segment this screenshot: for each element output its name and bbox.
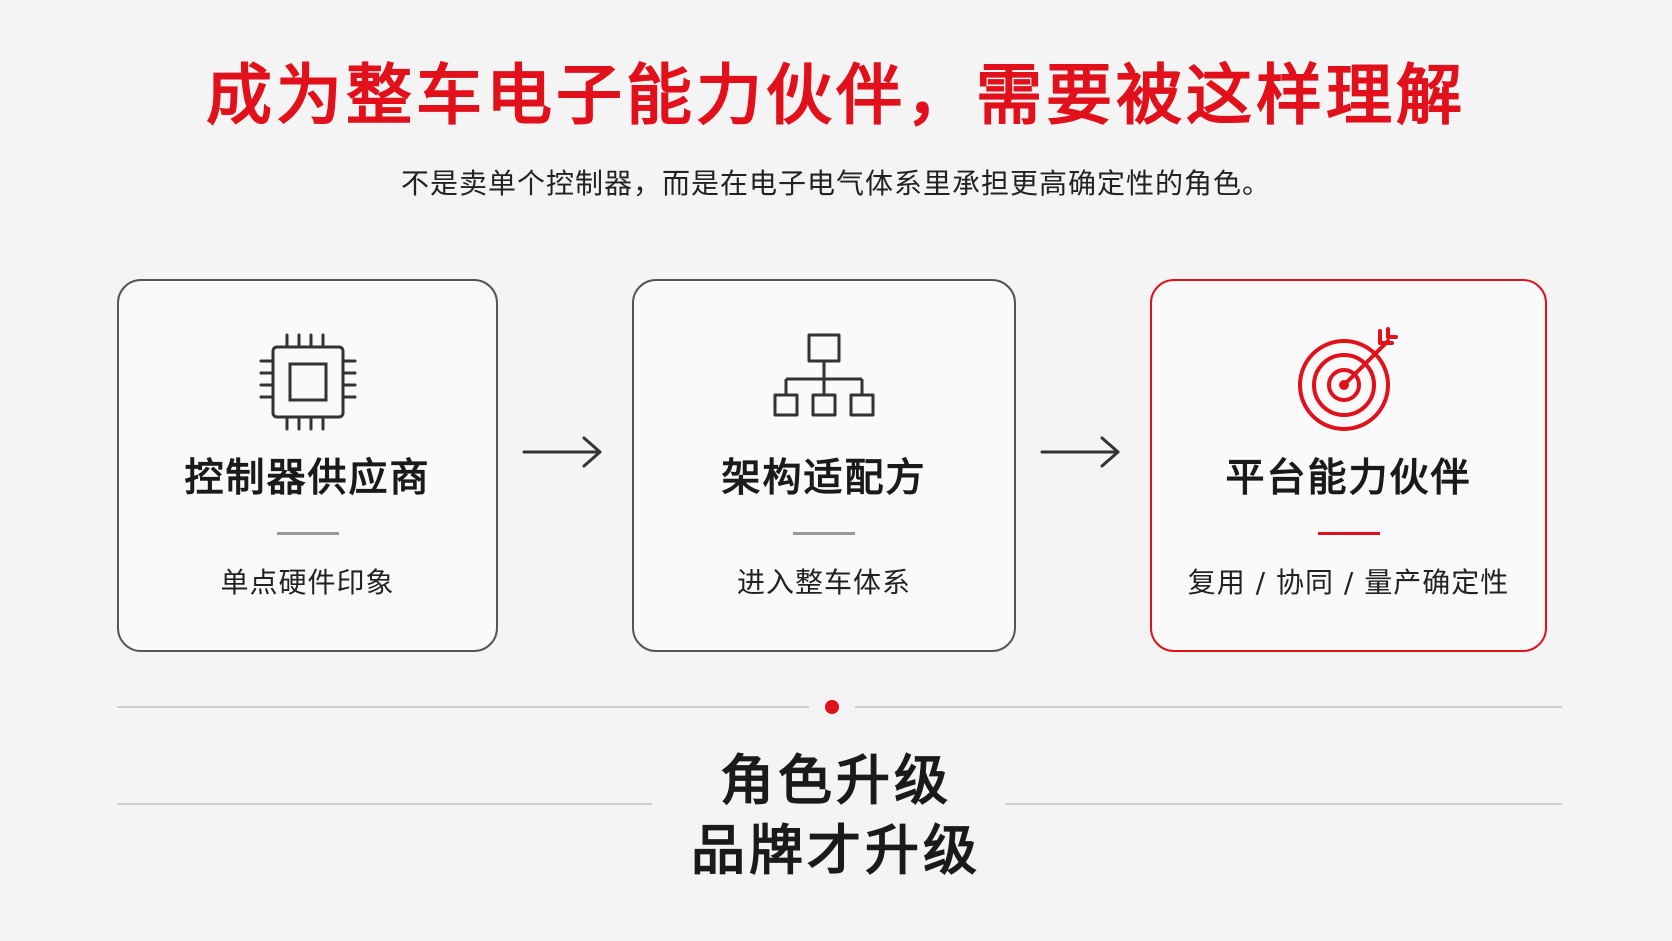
divider-line: [855, 706, 1562, 708]
target-icon: [1297, 327, 1398, 431]
card-divider: [793, 532, 855, 535]
divider-line: [117, 706, 809, 708]
closing-line-1: 角色升级: [720, 749, 952, 812]
card-controller-supplier: 控制器供应商 单点硬件印象: [117, 279, 498, 652]
card-title: 架构适配方: [721, 456, 927, 501]
arrow-right-icon: [522, 436, 602, 468]
card-architecture-adapter: 架构适配方 进入整车体系: [632, 279, 1016, 652]
card-title: 控制器供应商: [184, 456, 431, 501]
closing-line-2: 品牌才升级: [691, 819, 981, 882]
page-title: 成为整车电子能力伙伴，需要被这样理解: [206, 57, 1466, 134]
divider-line: [117, 803, 652, 805]
arrow-right-icon: [1040, 436, 1120, 468]
card-platform-partner: 平台能力伙伴 复用 / 协同 / 量产确定性: [1150, 279, 1547, 652]
card-description: 进入整车体系: [736, 566, 911, 599]
card-description: 复用 / 协同 / 量产确定性: [1187, 566, 1510, 599]
chip-icon: [259, 333, 356, 431]
divider-line: [1005, 803, 1562, 805]
hierarchy-icon: [773, 333, 875, 417]
accent-dot: [825, 700, 839, 714]
page-subtitle: 不是卖单个控制器，而是在电子电气体系里承担更高确定性的角色。: [400, 167, 1271, 200]
card-description: 单点硬件印象: [220, 566, 395, 599]
card-title: 平台能力伙伴: [1225, 456, 1472, 501]
card-divider: [1317, 532, 1380, 535]
card-divider: [276, 532, 339, 535]
